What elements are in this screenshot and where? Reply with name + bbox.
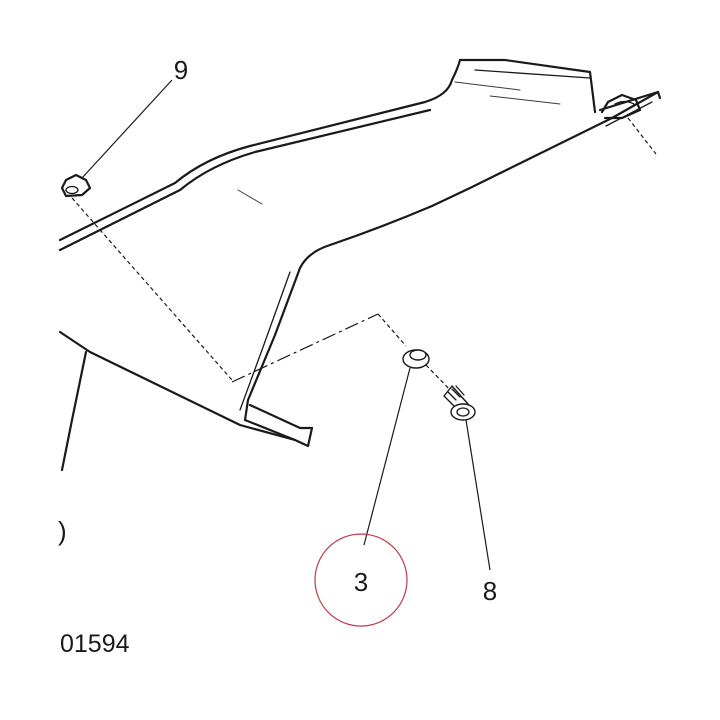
callout-9: 9 bbox=[174, 55, 188, 85]
callout-3: 3 bbox=[354, 567, 368, 597]
assembly-guide-lines bbox=[71, 117, 657, 393]
washer-part bbox=[402, 349, 430, 369]
figure-number: 01594 bbox=[60, 630, 130, 658]
callout-partial-left: ) bbox=[58, 516, 67, 546]
highlight-circle bbox=[314, 533, 408, 627]
callout-8: 8 bbox=[483, 576, 497, 606]
right-mounting-tab bbox=[598, 90, 662, 120]
leader-lines bbox=[81, 79, 491, 571]
screw-part bbox=[443, 385, 476, 421]
lower-side-panel bbox=[58, 330, 297, 472]
left-grommet bbox=[60, 173, 92, 198]
upper-fairing-panel bbox=[58, 58, 660, 448]
